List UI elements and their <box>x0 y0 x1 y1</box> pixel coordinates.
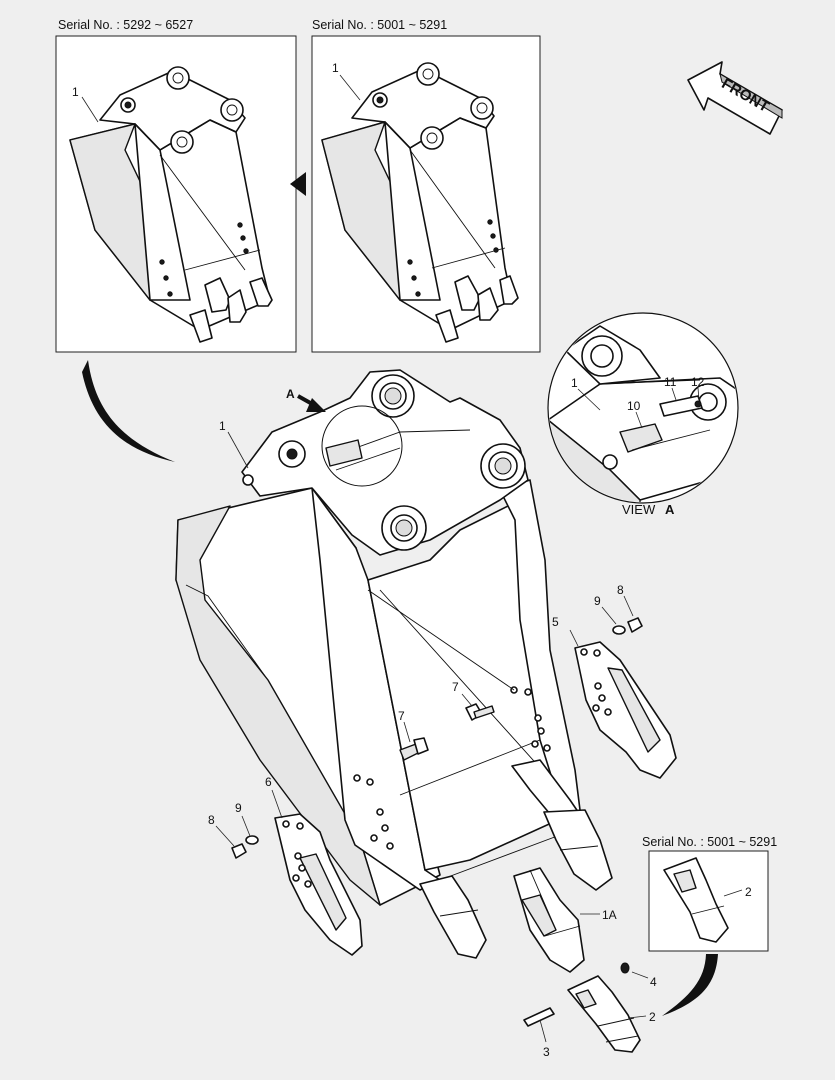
callout-1a: 1A <box>602 908 617 922</box>
callout-main-1: 1 <box>219 419 226 433</box>
view-marker: A <box>286 387 295 401</box>
variant-pointer-icon <box>290 172 306 196</box>
callout-7-lower: 7 <box>398 709 405 723</box>
callout-right-1: 1 <box>332 61 339 75</box>
callout-4: 4 <box>650 975 657 989</box>
bucket-small-left <box>69 66 273 343</box>
callout-9-left: 9 <box>235 801 242 815</box>
front-arrow-icon: FRONT <box>687 61 783 135</box>
callout-left-1: 1 <box>72 85 79 99</box>
curved-arrow-lower-right-icon <box>662 954 718 1016</box>
variant-box-right: Serial No. : 5001 ~ 5291 1 <box>311 18 541 353</box>
callout-6: 6 <box>265 775 272 789</box>
callout-view-10: 10 <box>627 399 641 413</box>
view-caption-letter: A <box>665 502 675 517</box>
callout-8-left: 8 <box>208 813 215 827</box>
callout-3: 3 <box>543 1045 550 1059</box>
view-a-detail: 1 10 11 12 VIEW A <box>547 312 739 517</box>
callout-view-11: 11 <box>664 375 677 389</box>
callout-9-right: 9 <box>594 594 601 608</box>
variant-box-left: Serial No. : 5292 ~ 6527 1 <box>55 18 297 353</box>
callout-view-1: 1 <box>571 376 578 390</box>
serial-label-tooth: Serial No. : 5001 ~ 5291 <box>642 835 777 849</box>
bolt-lower: 7 <box>398 709 429 761</box>
callout-inset-2: 2 <box>745 885 752 899</box>
bucket-small-right <box>321 62 519 343</box>
pin-3: 3 <box>523 1007 555 1059</box>
callout-8-right: 8 <box>617 583 624 597</box>
tooth-2: 4 2 <box>567 962 657 1053</box>
view-a-arrow-icon: A <box>286 387 326 412</box>
bolt-upper: 7 <box>452 680 495 721</box>
curved-arrow-upper-left-icon <box>82 360 175 462</box>
callout-2: 2 <box>649 1010 656 1024</box>
serial-label-right: Serial No. : 5001 ~ 5291 <box>312 18 447 32</box>
side-cutter-right: 5 9 8 <box>552 583 677 779</box>
bucket-main <box>175 369 613 959</box>
callout-view-12: 12 <box>691 375 705 389</box>
callout-5: 5 <box>552 615 559 629</box>
view-caption: VIEW <box>622 502 656 517</box>
adapter-1a: 1A <box>513 867 617 973</box>
serial-label-left: Serial No. : 5292 ~ 6527 <box>58 18 193 32</box>
callout-7-upper: 7 <box>452 680 459 694</box>
side-cutter-left: 6 9 8 <box>208 775 363 956</box>
tooth-inset-box: Serial No. : 5001 ~ 5291 2 <box>642 835 777 952</box>
